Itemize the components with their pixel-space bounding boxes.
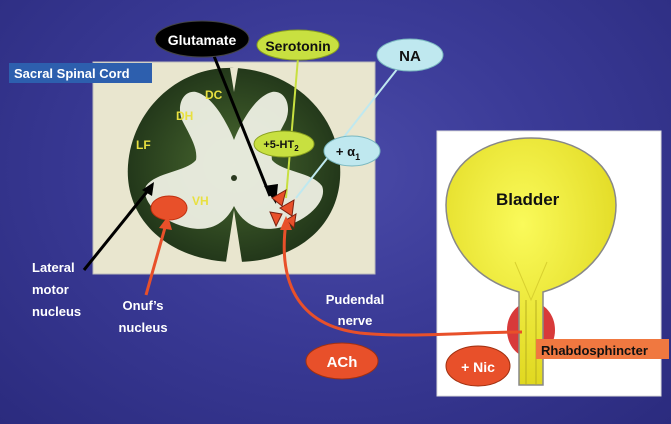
glutamate-label: Glutamate: [168, 32, 237, 48]
serotonin-pathway: [285, 57, 299, 199]
region-dc-label: DC: [205, 88, 223, 102]
pudendal-label-line2: nerve: [338, 313, 373, 328]
alpha1-receptor-bubble: [323, 135, 381, 167]
lateral-motor-label-line2: motor: [32, 282, 69, 297]
spinal-cord-panel: [92, 61, 376, 275]
onufs-pointer-arrow: [144, 223, 168, 296]
region-vh-label: VH: [192, 194, 209, 208]
na-pathway: [295, 67, 399, 199]
onufs-label-line1: Onuf’s: [123, 298, 164, 313]
ach-bubble: [305, 342, 379, 380]
serotonin-bubble: [256, 29, 340, 61]
bladder-label: Bladder: [496, 190, 560, 209]
na-label: NA: [399, 48, 421, 65]
ach-label: ACh: [327, 354, 358, 371]
ht2-receptor-label: +5-HT2: [263, 139, 299, 153]
bladder-shape: [445, 137, 617, 386]
lateral-motor-pointer-arrow: [82, 187, 152, 271]
na-bubble: [376, 38, 444, 72]
region-dh-label: DH: [176, 109, 193, 123]
serotonin-label: Serotonin: [265, 38, 330, 54]
diagram-title: Sacral Spinal Cord: [14, 66, 130, 81]
nic-receptor-label: + Nic: [461, 359, 495, 375]
rhabdosphincter-label-box: [536, 339, 669, 359]
onufs-nucleus-marker: [150, 195, 188, 221]
rhabdosphincter-label: Rhabdosphincter: [541, 343, 648, 358]
glutamate-arrow: [212, 55, 272, 197]
pudendal-label-line1: Pudendal: [326, 292, 385, 307]
glutamate-bubble: [154, 20, 250, 58]
region-lf-label: LF: [136, 138, 151, 152]
nic-receptor-bubble: [445, 345, 511, 387]
onufs-label-line2: nucleus: [118, 320, 167, 335]
alpha1-receptor-label: + α1: [336, 144, 360, 162]
motor-neuron-cluster: [269, 188, 297, 230]
pudendal-nerve-path: [282, 221, 523, 337]
lateral-motor-label-line1: Lateral: [32, 260, 75, 275]
lateral-motor-label-line3: nucleus: [32, 304, 81, 319]
ht2-receptor-bubble: [253, 130, 315, 158]
title-box: [9, 63, 152, 83]
